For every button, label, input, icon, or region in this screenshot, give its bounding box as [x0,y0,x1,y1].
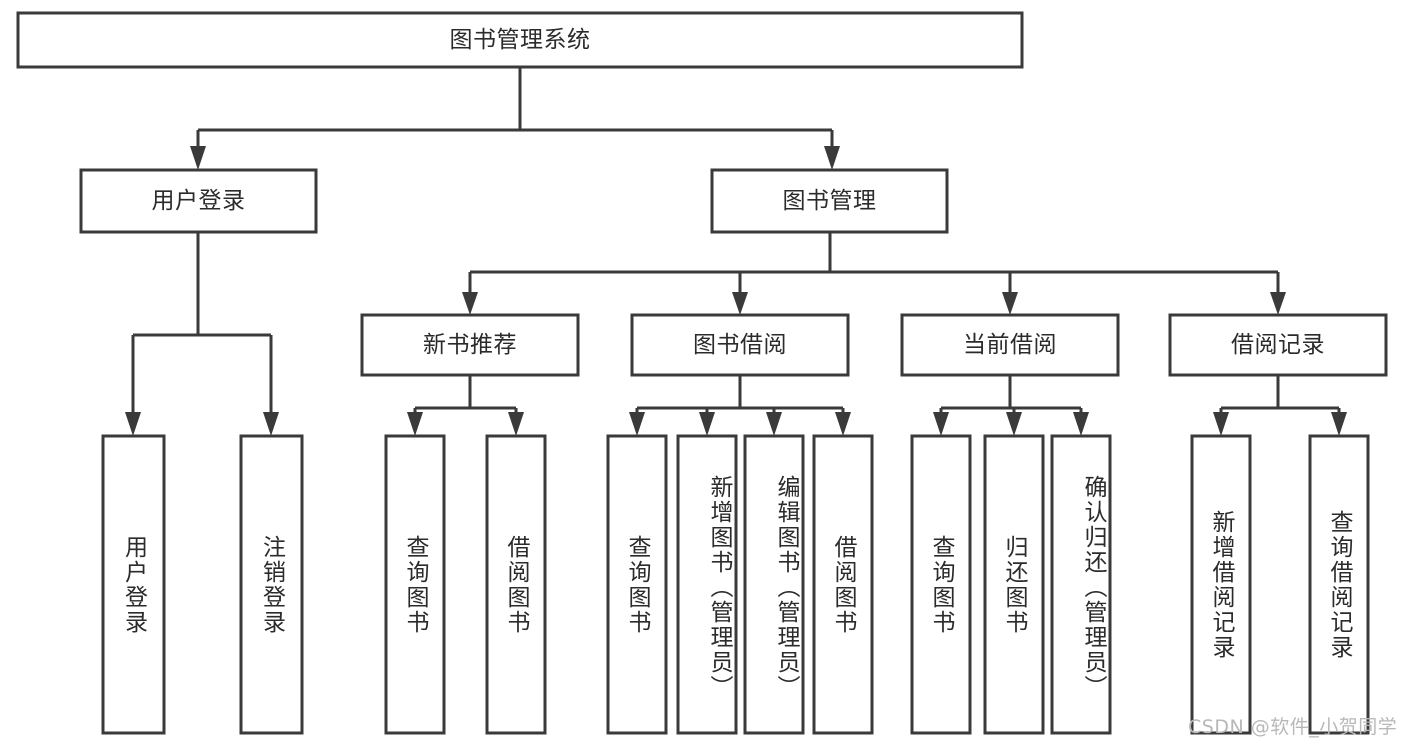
node-box-leaf-query-book-borrow[interactable] [606,434,668,735]
connector-newbook-to-leaves [407,375,524,436]
node-box-leaf-add-borrow-record[interactable] [1190,434,1252,735]
connector-currentborrow-to-leaves [933,375,1089,436]
node-box-leaf-return-book[interactable] [983,434,1045,735]
node-box-leaf-query-book-current[interactable] [910,434,972,735]
connector-userlogin-to-leaves [125,232,279,436]
node-box-leaf-borrow-book-recommend[interactable] [485,434,547,735]
node-box-leaf-edit-book-admin[interactable] [743,434,805,735]
node-box-leaf-add-book-admin[interactable] [676,434,738,735]
connector-borrowrecords-to-leaves [1213,375,1347,436]
node-box-borrow-records[interactable] [1168,313,1388,377]
node-box-book-management[interactable] [710,168,949,234]
csdn-watermark: CSDN @软件_小贺同学 [1188,716,1398,738]
node-box-current-borrow[interactable] [900,313,1120,377]
node-box-user-login[interactable] [79,168,318,234]
node-box-leaf-borrow-book[interactable] [812,434,874,735]
node-box-leaf-confirm-return-admin[interactable] [1050,434,1112,735]
node-box-root[interactable] [16,11,1024,69]
node-box-book-borrow[interactable] [630,313,850,377]
node-box-leaf-query-borrow-record[interactable] [1308,434,1370,735]
connector-bookborrow-to-leaves [629,375,851,436]
node-box-leaf-user-logout[interactable] [239,434,304,735]
connector-bookmgmt-to-level3 [462,232,1286,315]
node-box-leaf-query-book-recommend[interactable] [384,434,446,735]
node-box-new-book-recommend[interactable] [360,313,580,377]
connector-root-to-level2 [190,67,840,170]
node-box-leaf-user-login[interactable] [101,434,166,735]
